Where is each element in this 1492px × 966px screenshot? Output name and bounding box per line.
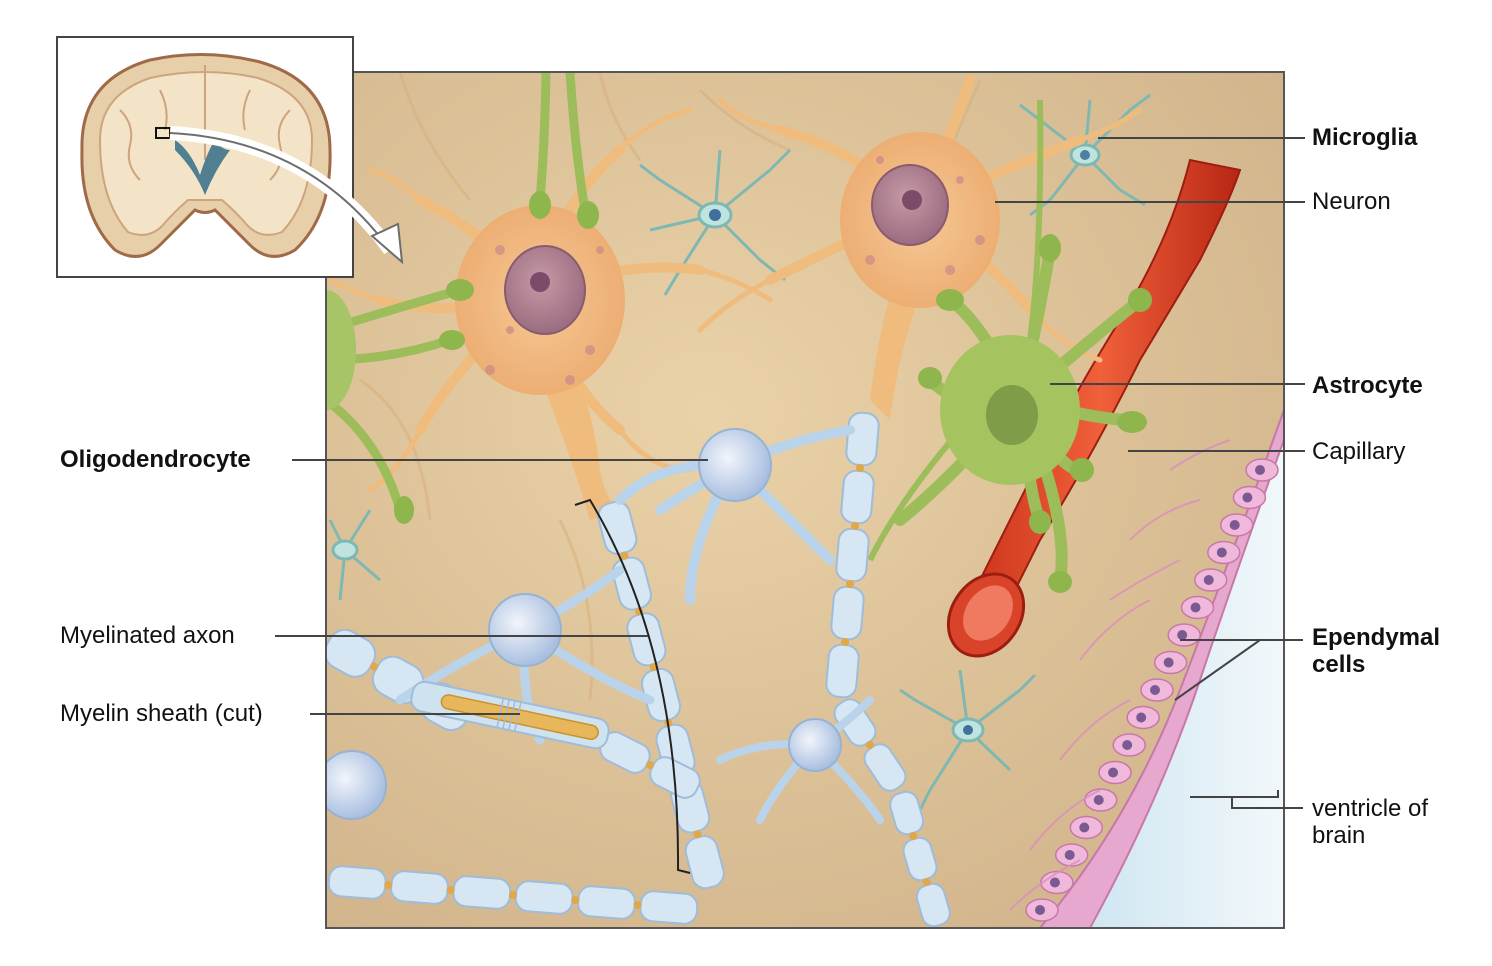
myelin-segment	[452, 875, 512, 910]
ependymal-nucleus	[1049, 877, 1060, 888]
brain-coronal-inset	[56, 36, 404, 278]
myelin-segment	[830, 585, 865, 641]
node-of-ranvier	[370, 662, 378, 671]
node-of-ranvier	[909, 832, 918, 840]
node-of-ranvier	[846, 580, 854, 588]
node-of-ranvier	[841, 638, 849, 646]
label-ventricle-of-brain: ventricle of brain	[1312, 795, 1429, 849]
ependymal-cells	[1009, 409, 1284, 928]
myelinated-axon	[326, 411, 951, 928]
myelin-segment	[840, 469, 875, 525]
ependymal-nucleus	[1035, 905, 1045, 915]
ependymal-nucleus	[1163, 657, 1174, 668]
leader-ventricle	[1190, 790, 1303, 809]
ependymal-nucleus	[1177, 630, 1188, 640]
ependymal-nucleus	[1190, 602, 1201, 613]
ependymal-nucleus	[1093, 795, 1104, 805]
node-of-ranvier	[866, 741, 874, 749]
tissue-panel	[325, 71, 1285, 929]
microglia-cell	[1019, 93, 1151, 217]
oligodendrocyte-cell	[716, 696, 884, 824]
oligodendrocyte-cell	[326, 750, 387, 820]
myelin-segment	[577, 885, 636, 920]
node-of-ranvier	[620, 551, 629, 560]
myelin-segment	[327, 865, 387, 900]
ependymal-nucleus	[1122, 740, 1133, 750]
myelin-segment	[845, 411, 880, 467]
ventricle-of-brain	[1090, 430, 1284, 928]
label-capillary: Capillary	[1312, 438, 1406, 465]
ependymal-nucleus	[1064, 850, 1075, 860]
ependymal-nucleus	[1216, 547, 1227, 558]
node-of-ranvier	[693, 830, 702, 839]
ependymal-nucleus	[1255, 465, 1265, 475]
leader-ependymal	[1174, 639, 1303, 701]
node-of-ranvier	[922, 878, 931, 886]
label-microglia: Microglia	[1312, 124, 1418, 151]
ependymal-nucleus	[1079, 822, 1090, 833]
ependymal-nucleus	[1203, 575, 1214, 585]
myelin-segment	[514, 880, 574, 915]
node-of-ranvier	[851, 522, 859, 530]
myelin-segment	[835, 527, 870, 583]
label-oligodendrocyte: Oligodendrocyte	[60, 446, 251, 473]
label-leader-lines	[275, 137, 1305, 809]
label-neuron: Neuron	[1312, 188, 1391, 215]
microglia-cell	[328, 509, 381, 601]
label-myelinated-axon: Myelinated axon	[60, 622, 235, 649]
neuron-cell	[327, 107, 773, 520]
microglia-cell	[639, 148, 792, 296]
myelin-segment	[825, 643, 860, 699]
astrocyte-endfoot	[394, 191, 599, 524]
ependymal-nucleus	[1242, 492, 1253, 503]
ependymal-nucleus	[1136, 712, 1147, 723]
myelin-segment	[390, 870, 449, 905]
label-ependymal-cells: Ependymal cells	[1312, 624, 1441, 678]
node-of-ranvier	[633, 901, 642, 909]
brain-ventricles	[175, 140, 230, 195]
node-of-ranvier	[571, 896, 580, 904]
oligodendrocyte-cell	[615, 425, 855, 605]
ependymal-nucleus	[1108, 767, 1119, 778]
label-myelin-sheath-cut: Myelin sheath (cut)	[60, 700, 263, 727]
node-of-ranvier	[446, 886, 455, 894]
astrocyte-partial	[326, 290, 356, 410]
node-of-ranvier	[856, 464, 864, 472]
astrocyte-cell	[867, 99, 1152, 593]
ependymal-nucleus	[1150, 685, 1160, 695]
myelin-segment	[639, 890, 699, 925]
ependymal-nucleus	[1229, 520, 1240, 530]
node-of-ranvier	[384, 881, 393, 889]
node-of-ranvier	[509, 891, 517, 899]
node-of-ranvier	[646, 761, 654, 769]
microglia-cell	[899, 669, 1037, 811]
myelinated-axon-bracket	[574, 498, 691, 874]
neuron-cell	[697, 75, 1143, 420]
label-astrocyte: Astrocyte	[1312, 372, 1423, 399]
